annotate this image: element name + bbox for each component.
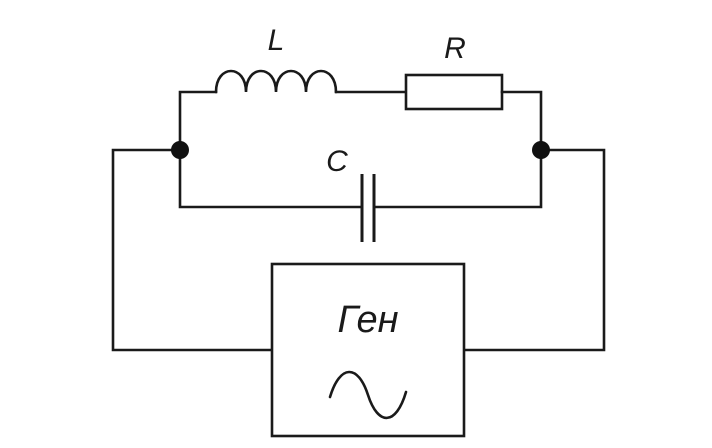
resistor [404, 73, 504, 111]
generator-right-lead [462, 148, 606, 352]
left-junction-node [171, 141, 189, 159]
top-left-wire [178, 90, 218, 152]
capacitor-left-wire [178, 148, 364, 209]
generator-box [270, 262, 466, 438]
generator-left-lead [111, 148, 274, 352]
top-branch [178, 69, 543, 152]
resistor-label: R [444, 32, 466, 65]
inductor-label: L [268, 24, 285, 57]
right-junction-node [532, 141, 550, 159]
capacitor-right-wire [372, 148, 543, 209]
capacitor-branch [178, 148, 543, 242]
top-right-wire [500, 90, 543, 152]
generator: Ген [270, 262, 466, 438]
capacitor-label: C [326, 145, 348, 178]
generator-label: Ген [337, 299, 398, 341]
sine-wave-icon [328, 370, 408, 420]
inductor-coil [214, 69, 338, 94]
